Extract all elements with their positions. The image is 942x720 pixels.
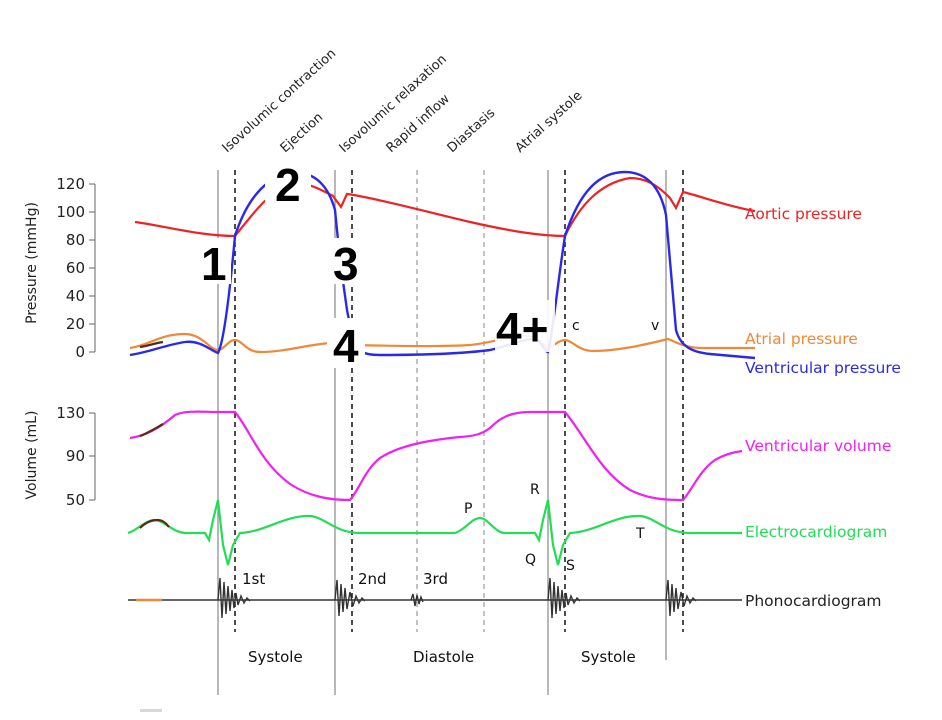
ecg-curve	[127, 499, 742, 566]
ventricular-volume-curve	[129, 410, 743, 502]
legend-phonocardiogram: Phonocardiogram	[745, 592, 882, 610]
wave-label-r: R	[530, 482, 540, 498]
ventricular-pressure-curve	[129, 170, 756, 360]
pressure-tick: 100	[56, 203, 85, 221]
aortic-pressure-curve	[134, 176, 756, 238]
marker-4plus: 4+	[496, 303, 548, 355]
volume-tick: 130	[56, 404, 85, 422]
wave-label-v: v	[651, 318, 659, 334]
legend-ventricular-pressure: Ventricular pressure	[745, 359, 901, 377]
volume-start-highlight	[139, 423, 164, 438]
heart-sound-first: 1st	[242, 570, 265, 588]
phonocardiogram-trace	[128, 577, 742, 619]
legend-atrial-pressure: Atrial pressure	[745, 330, 858, 348]
period-systole-first: Systole	[248, 648, 303, 666]
legend-aortic-pressure: Aortic pressure	[745, 205, 862, 223]
period-diastole: Diastole	[413, 648, 474, 666]
volume-tick: 90	[66, 447, 85, 465]
marker-4plus-background	[495, 300, 555, 352]
volume-axis	[89, 412, 96, 501]
atrial-pressure-start-highlight	[139, 340, 164, 349]
phase-label-diastasis: Diastasis	[445, 105, 499, 155]
pressure-tick: 40	[66, 287, 85, 305]
legend-ventricular-volume: Ventricular volume	[745, 437, 891, 455]
marker-2: 2	[275, 159, 301, 211]
marker-3: 3	[333, 238, 359, 290]
ecg-start-highlight	[139, 518, 170, 529]
phase-boundary-lines	[217, 170, 684, 695]
marker-3-background	[326, 238, 366, 284]
wave-label-s: S	[566, 558, 575, 574]
wave-label-t: T	[635, 526, 645, 542]
pressure-axis-title: Pressure (mmHg)	[24, 202, 40, 324]
phase-label-ejection: Ejection	[278, 110, 327, 156]
pressure-tick: 0	[75, 343, 85, 361]
volume-axis-title: Volume (mL)	[24, 411, 40, 500]
period-systole-second: Systole	[581, 648, 636, 666]
pressure-axis	[89, 183, 96, 353]
phase-label-atrial-systole: Atrial systole	[513, 88, 586, 156]
pressure-tick: 60	[66, 259, 85, 277]
marker-2-background	[265, 162, 311, 206]
pressure-tick: 20	[66, 315, 85, 333]
marker-1: 1	[201, 238, 227, 290]
phase-label-isovolumic-contraction: Isovolumic contraction	[220, 46, 340, 156]
marker-4: 4	[333, 320, 359, 372]
bottom-mark	[140, 709, 162, 712]
heart-sound-third: 3rd	[423, 570, 448, 588]
wave-label-c: c	[572, 318, 580, 334]
legend-electrocardiogram: Electrocardiogram	[745, 523, 887, 541]
pressure-tick: 120	[56, 175, 85, 193]
wave-label-q: Q	[525, 552, 536, 568]
marker-1-background	[197, 238, 231, 284]
heart-sound-second: 2nd	[358, 570, 387, 588]
wave-label-p: P	[464, 501, 472, 517]
volume-tick: 50	[66, 491, 85, 509]
pressure-tick: 80	[66, 231, 85, 249]
marker-4-background	[327, 318, 365, 368]
